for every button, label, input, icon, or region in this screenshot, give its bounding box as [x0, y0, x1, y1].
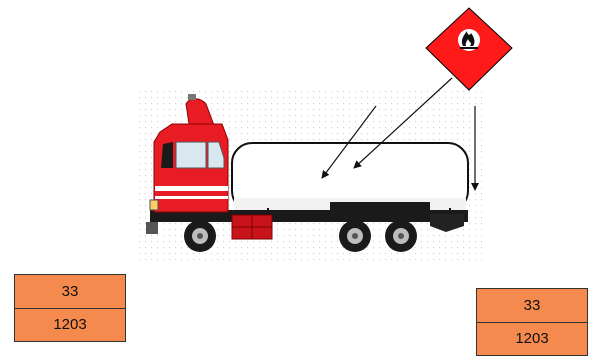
- flame-icon: [458, 29, 480, 51]
- orange-placard-right: 33 1203: [476, 288, 588, 356]
- rear-wheel-1: [339, 220, 371, 252]
- flammable-hazard-diamond: [426, 8, 512, 90]
- hazard-number: 33: [477, 289, 587, 323]
- rear-wheel-2: [385, 220, 417, 252]
- un-number: 1203: [477, 323, 587, 356]
- orange-placard-left: 33 1203: [14, 274, 126, 342]
- hazard-number: 33: [15, 275, 125, 309]
- front-wheel: [184, 220, 216, 252]
- un-number: 1203: [15, 309, 125, 342]
